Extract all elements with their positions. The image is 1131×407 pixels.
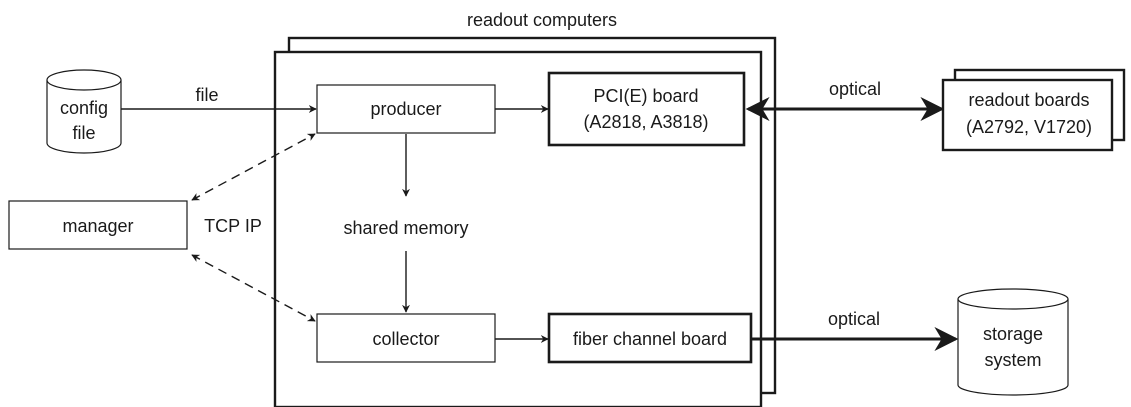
fiber-channel-board-label: fiber channel board bbox=[573, 329, 727, 349]
config-file-cylinder bbox=[46, 69, 122, 154]
pci-board-box bbox=[547, 71, 746, 147]
shared-memory-label: shared memory bbox=[343, 218, 468, 238]
producer-box bbox=[316, 84, 496, 134]
readout-boards-label-line1: readout boards bbox=[968, 90, 1089, 110]
config-file-label-line1: config bbox=[60, 98, 108, 118]
manager-label: manager bbox=[62, 216, 133, 236]
storage-system-cylinder bbox=[957, 288, 1069, 396]
readout-boards-box-front bbox=[941, 78, 1114, 152]
storage-system-label-line2: system bbox=[984, 350, 1041, 370]
file-label: file bbox=[195, 85, 218, 105]
producer-label: producer bbox=[370, 99, 441, 119]
optical-label-top: optical bbox=[829, 79, 881, 99]
storage-system-label-line1: storage bbox=[983, 324, 1043, 344]
optical-label-bottom: optical bbox=[828, 309, 880, 329]
config-file-label-line2: file bbox=[72, 123, 95, 143]
manager-producer-tcp-link bbox=[191, 133, 316, 201]
pci-board-label-line2: (A2818, A3818) bbox=[583, 112, 708, 132]
readout-boards-label-line2: (A2792, V1720) bbox=[966, 117, 1092, 137]
pci-board-label-line1: PCI(E) board bbox=[593, 86, 698, 106]
tcp-ip-label: TCP IP bbox=[204, 216, 262, 236]
manager-collector-tcp-link bbox=[191, 254, 316, 322]
manager-box bbox=[8, 200, 188, 250]
collector-box bbox=[316, 313, 496, 363]
collector-label: collector bbox=[372, 329, 439, 349]
readout-computers-label: readout computers bbox=[467, 10, 617, 30]
